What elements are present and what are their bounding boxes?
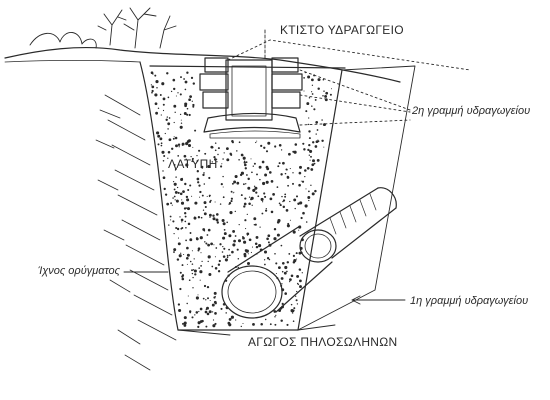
built-aqueduct (199, 57, 303, 139)
clay-pipe-upper (299, 187, 397, 263)
label-trench-trace: Ίχνος ορύγματος (38, 265, 120, 277)
trench-top-edge (149, 65, 346, 69)
clay-pipe-lower (221, 225, 333, 319)
label-built-aqueduct: ΚΤΙΣΤΟ ΥΔΡΑΓΩΓΕΙΟ (280, 23, 404, 37)
line1-leader (351, 295, 406, 305)
trench-far-edge (297, 65, 416, 331)
label-first-line: 1η γραμμή υδραγωγείου (410, 295, 529, 307)
trench-right-wall (297, 69, 343, 331)
ground-surface (4, 46, 401, 83)
label-clay-pipe-conduit: ΑΓΩΓΟΣ ΠΗΛΟΣΩΛΗΝΩΝ (248, 335, 398, 349)
ground-surface-lower (4, 60, 141, 63)
trench-far-floor (177, 324, 336, 336)
trench-left-wall (139, 61, 179, 331)
line2-leaders (227, 39, 471, 126)
label-second-line: 2η γραμμή υδραγωγείου (412, 105, 531, 117)
slope-hatching (95, 94, 177, 371)
shrubs (29, 7, 177, 49)
rubble-fill (150, 71, 333, 328)
label-rubble: ΛΑΤΥΠΗ (168, 157, 218, 171)
